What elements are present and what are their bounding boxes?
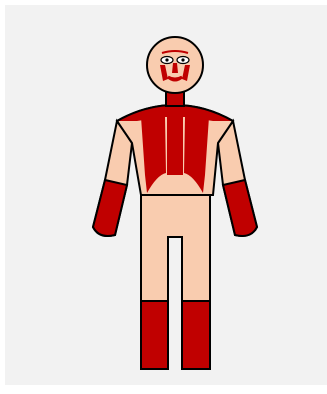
neck[interactable] — [166, 92, 184, 106]
torso — [117, 105, 233, 195]
left-lower-leg-highlight[interactable] — [141, 301, 168, 369]
left-forearm-highlight[interactable] — [93, 180, 127, 236]
right-pupil-icon — [181, 58, 184, 61]
chest-center-highlight[interactable] — [167, 117, 183, 175]
right-forearm-highlight[interactable] — [223, 180, 257, 236]
right-lower-leg-highlight[interactable] — [182, 301, 210, 369]
nose-highlight[interactable] — [172, 63, 178, 73]
figure-canvas — [5, 5, 327, 385]
legs — [141, 195, 210, 369]
body-figure — [5, 5, 327, 394]
left-pupil-icon — [165, 58, 168, 61]
head — [147, 37, 203, 93]
